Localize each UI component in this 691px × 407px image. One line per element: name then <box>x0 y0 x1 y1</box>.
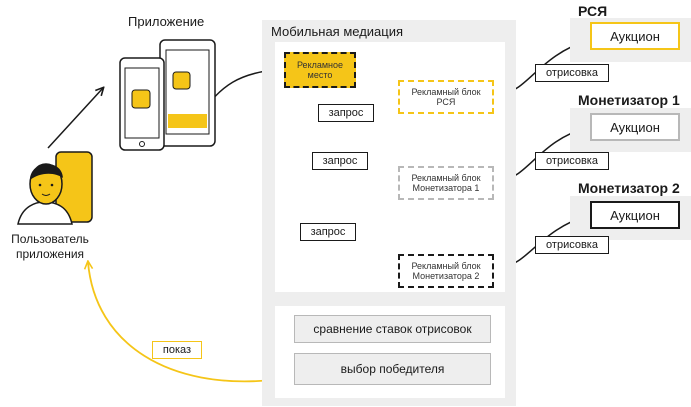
ad-block-rsya-line2: РСЯ <box>436 97 456 107</box>
user-with-phone-icon <box>17 151 93 225</box>
network-title-monetizer-1: Монетизатор 1 <box>578 92 680 108</box>
request-label-rsya: запрос <box>318 104 374 122</box>
ad-place-line1: Рекламное <box>296 60 344 70</box>
auction-monetizer-2: Аукцион <box>590 201 680 229</box>
ad-block-monetizer-2: Рекламный блок Монетизатора 2 <box>398 254 494 288</box>
user-to-app-arrow <box>47 88 103 149</box>
choose-winner-button[interactable]: выбор победителя <box>294 353 491 385</box>
app-label: Приложение <box>128 14 205 29</box>
network-title-monetizer-2: Монетизатор 2 <box>578 180 680 196</box>
render-label-rsya: отрисовка <box>535 64 609 82</box>
ad-block-monetizer-1: Рекламный блок Монетизатора 1 <box>398 166 494 200</box>
show-arrow <box>88 262 273 383</box>
user-label-line1: Пользователь <box>11 232 89 246</box>
render-label-monetizer-1: отрисовка <box>535 152 609 170</box>
ad-block-m1-line2: Монетизатора 1 <box>412 183 480 193</box>
ad-block-rsya-line1: Рекламный блок <box>411 87 481 97</box>
auction-rsya: Аукцион <box>590 22 680 50</box>
compare-bids-button[interactable]: сравнение ставок отрисовок <box>294 315 491 343</box>
phone-and-tablet-icon <box>119 39 216 151</box>
ad-place: Рекламное место <box>284 52 356 88</box>
auction-monetizer-1: Аукцион <box>590 113 680 141</box>
ad-block-m2-line2: Монетизатора 2 <box>412 271 480 281</box>
ad-block-rsya: Рекламный блок РСЯ <box>398 80 494 114</box>
user-label: Пользователь приложения <box>0 232 100 262</box>
ad-block-m1-line1: Рекламный блок <box>411 173 481 183</box>
render-label-monetizer-2: отрисовка <box>535 236 609 254</box>
request-label-m1: запрос <box>312 152 368 170</box>
show-label: показ <box>152 341 202 359</box>
mediation-title: Мобильная медиация <box>271 24 404 39</box>
user-label-line2: приложения <box>15 247 85 261</box>
ad-block-m2-line1: Рекламный блок <box>411 261 481 271</box>
network-title-rsya: РСЯ <box>578 3 608 19</box>
request-label-m2: запрос <box>300 223 356 241</box>
ad-place-line2: место <box>307 70 333 80</box>
